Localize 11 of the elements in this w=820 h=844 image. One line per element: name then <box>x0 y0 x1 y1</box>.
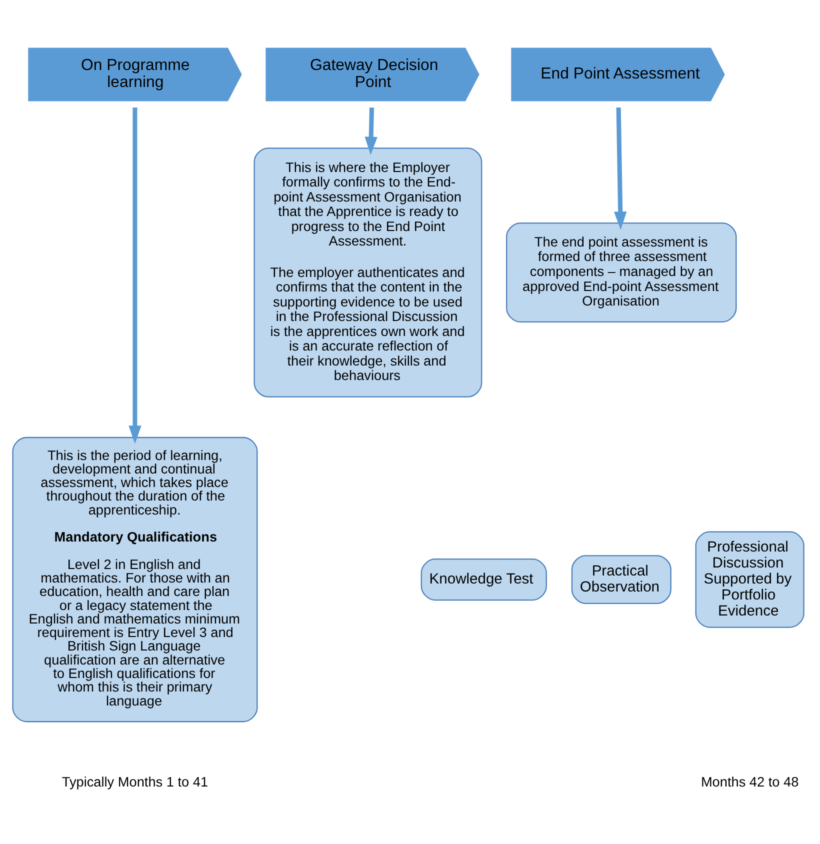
arrow <box>364 106 378 155</box>
node-box: This is where the Employer formally confirms to the End-point Assessment Organisation that the Apprentice is ready to progress to the End Point Assessment. The employer authenticates and confirms that the content in the supporting evidence to be used in the Professional Discussion is the apprentices own work and is an accurate reflection of their knowledge, skills and behaviours <box>254 147 482 397</box>
label: Typically Months 1 to 41 <box>62 774 208 790</box>
label: Months 42 to 48 <box>700 774 799 790</box>
node-box: Practical Observation <box>571 554 672 604</box>
node-box: The end point assessment is formed of three assessment components – managed by an approved End-point Assessment Organisation <box>506 222 737 322</box>
node-box: Knowledge Test <box>420 558 547 600</box>
arrow <box>128 106 142 444</box>
node-box: This is the period of learning, development and continual assessment, which takes place throughout the duration of the apprenticeship. Mandatory Qualifications Level 2 in English and mathematics. For those with an education, health and care plan or a legacy statement the English and mathematics minimum requirement is Entry Level 3 and British Sign Language qualification are an alternative to English qualifications for whom this is their primary language <box>12 436 258 722</box>
arrow <box>614 106 627 230</box>
node-box: Professional Discussion Supported by Portfolio Evidence <box>695 530 804 628</box>
